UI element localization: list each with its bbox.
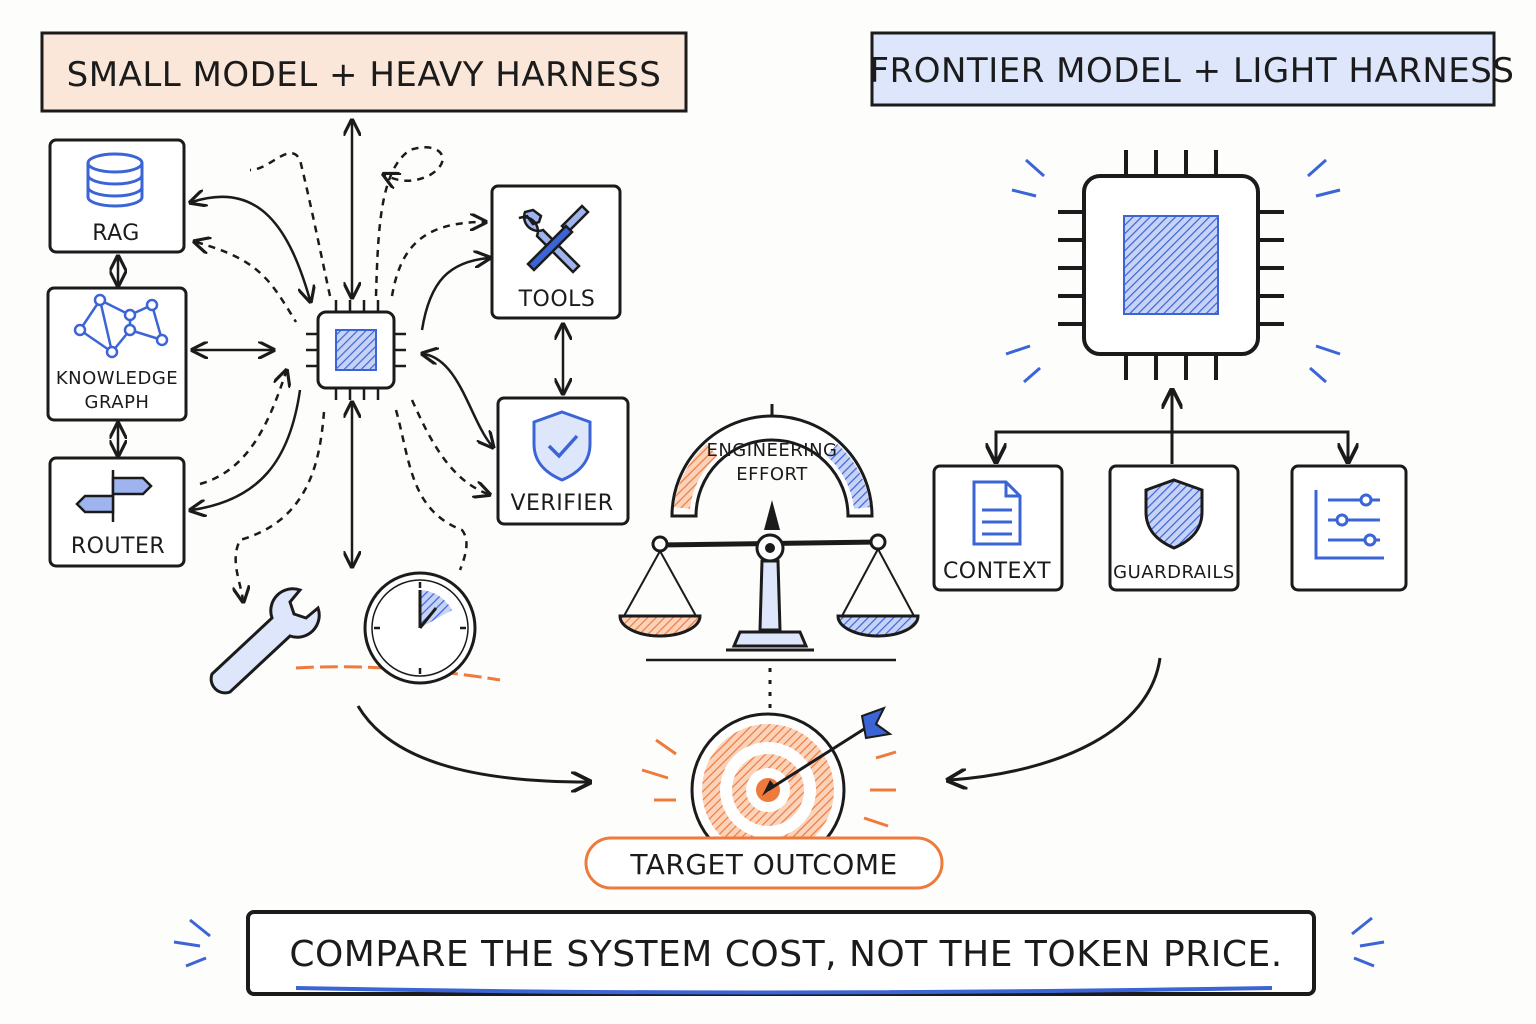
context-box: CONTEXT [932,464,1064,592]
shield-icon [1144,478,1204,550]
footer-callout: COMPARE THE SYSTEM COST, NOT THE TOKEN P… [173,910,1385,996]
knowledge-graph-box: KNOWLEDGE GRAPH [46,286,188,422]
router-label: ROUTER [71,534,165,559]
database-icon [86,152,144,208]
target-outcome-label: TARGET OUTCOME [584,836,944,890]
router-box: ROUTER [48,456,186,568]
guardrails-box: GUARDRAILS [1108,464,1240,592]
footer-text: COMPARE THE SYSTEM COST, NOT THE TOKEN P… [289,934,1282,975]
network-graph-icon [73,293,169,359]
settings-panel-box [1290,464,1408,592]
light-harness-connectors [996,392,1348,464]
engineering-effort-gauge: ENGINEERING EFFORT [670,404,874,530]
wrench-screwdriver-icon [518,204,590,274]
left-to-target-arrow [356,705,588,782]
guardrails-label: GUARDRAILS [1113,562,1235,583]
gauge-label-1: ENGINEERING [706,440,837,461]
clock-icon [295,571,501,685]
document-icon [972,480,1022,546]
harness-connections [118,122,563,565]
tools-label: TOOLS [518,287,596,312]
small-model-chip-icon [306,300,406,400]
wrench-icon [209,587,321,695]
frontier-model-chip-icon [1005,150,1341,384]
right-to-target-arrow [950,657,1162,780]
verifier-label: VERIFIER [510,491,613,516]
header-right: FRONTIER MODEL + LIGHT HARNESS [870,31,1515,107]
rag-label: RAG [92,221,140,246]
sliders-icon [1314,490,1384,560]
shield-check-icon [532,410,592,482]
header-left: SMALL MODEL + HEAVY HARNESS [40,31,688,113]
context-label: CONTEXT [943,559,1051,584]
header-right-title: FRONTIER MODEL + LIGHT HARNESS [870,51,1515,91]
verifier-box: VERIFIER [496,396,630,526]
balance-scale-icon [618,533,920,712]
harness-dashed-connections [196,146,488,600]
knowledge-graph-label-1: KNOWLEDGE [56,368,178,389]
target-outcome-text: TARGET OUTCOME [629,848,897,881]
rag-box: RAG [48,138,186,254]
signpost-icon [75,470,153,522]
knowledge-graph-label-2: GRAPH [85,392,150,413]
gauge-label-2: EFFORT [736,464,808,485]
tools-box: TOOLS [490,184,622,320]
header-left-title: SMALL MODEL + HEAVY HARNESS [67,55,662,95]
